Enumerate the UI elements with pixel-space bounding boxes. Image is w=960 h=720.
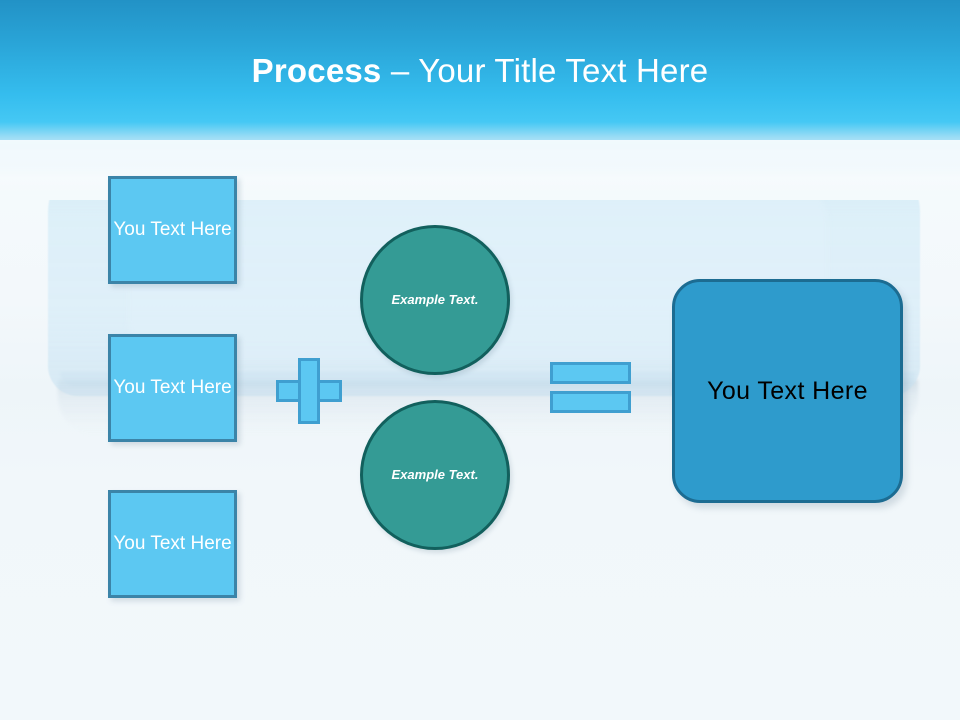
equals-top-bar [550, 362, 631, 384]
process-circle-1-label: Example Text. [391, 292, 479, 307]
plus-icon [276, 358, 342, 424]
plus-center-patch [301, 383, 317, 399]
process-circle-1[interactable]: Example Text. [360, 225, 510, 375]
input-box-2[interactable]: You Text Here [108, 334, 237, 442]
equals-icon [550, 362, 631, 413]
page-title-dash: – [381, 52, 419, 89]
page-title: Process – Your Title Text Here [0, 50, 960, 92]
input-box-3[interactable]: You Text Here [108, 490, 237, 598]
result-box[interactable]: You Text Here [672, 279, 903, 503]
page-title-strong: Process [251, 52, 382, 89]
result-box-label: You Text Here [707, 376, 868, 405]
page-title-rest: Your Title Text Here [418, 52, 709, 89]
process-circle-2-label: Example Text. [391, 467, 479, 482]
background-sky-gradient [0, 0, 960, 200]
input-box-1-label: You Text Here [113, 219, 232, 240]
equals-bottom-bar [550, 391, 631, 413]
input-box-2-label: You Text Here [113, 377, 232, 398]
input-box-1[interactable]: You Text Here [108, 176, 237, 284]
process-circle-2[interactable]: Example Text. [360, 400, 510, 550]
input-box-3-label: You Text Here [113, 533, 232, 554]
